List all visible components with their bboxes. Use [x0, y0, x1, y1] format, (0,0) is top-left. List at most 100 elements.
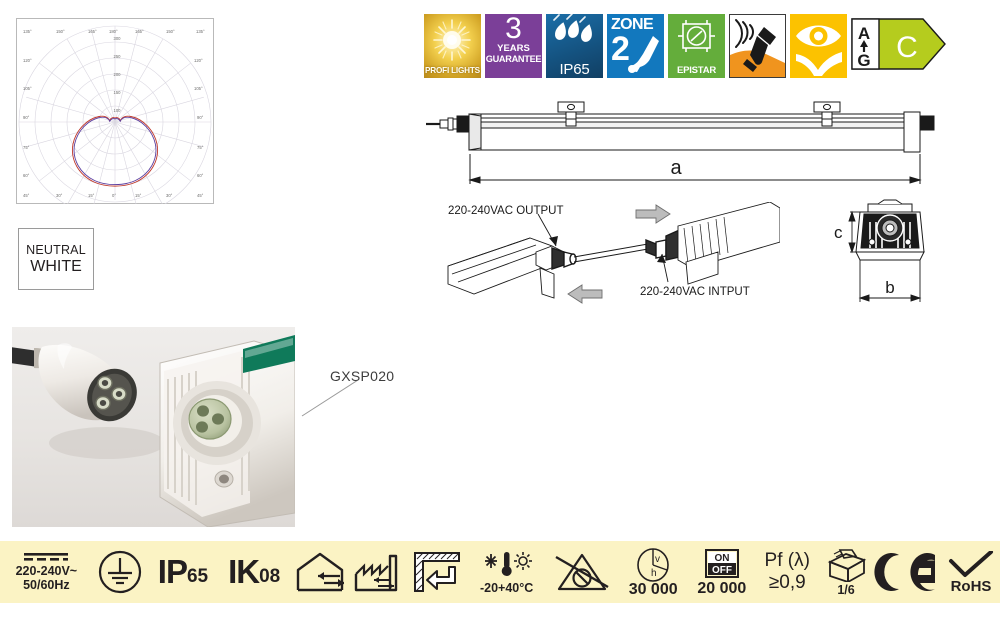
cable — [12, 347, 38, 367]
dimension-line-c — [848, 210, 864, 254]
lifetime-clock-icon: v h — [637, 547, 669, 582]
cross-section-drawing: c b — [834, 199, 925, 302]
spec-industrial-use — [349, 541, 407, 603]
temperature-icon — [484, 551, 532, 576]
colour-temperature-box: NEUTRAL WHITE — [18, 228, 94, 290]
spec-ip-rating: IP 65 — [147, 541, 218, 603]
callout-label: GXSP020 — [330, 368, 395, 384]
ce-mark-icon — [874, 553, 936, 591]
svg-text:60°: 60° — [197, 173, 204, 178]
photometric-curves — [71, 115, 159, 187]
guarantee-label: GUARANTEE — [485, 54, 542, 64]
svg-text:105°: 105° — [23, 86, 32, 91]
cct-line-1: NEUTRAL — [26, 242, 86, 257]
badge-3-years-guarantee: 3 YEARS GUARANTEE — [485, 14, 542, 78]
checkmark-icon — [949, 550, 994, 577]
svg-text:45°: 45° — [23, 193, 30, 198]
dimension-label-c: c — [834, 223, 843, 242]
bidirectional-arrow-icon — [317, 572, 344, 587]
svg-text:120°: 120° — [23, 58, 32, 63]
spec-packaging-value: 1/6 — [837, 582, 855, 597]
spec-voltage-line-2: 50/60Hz — [23, 578, 70, 592]
earth-ground-icon — [98, 550, 142, 594]
badge-ip65-label: IP65 — [559, 61, 590, 78]
svg-text:15°: 15° — [88, 193, 95, 198]
spec-ip-sub: 65 — [186, 566, 209, 587]
spec-ik-main: IK — [228, 553, 260, 590]
svg-text:75°: 75° — [197, 145, 204, 150]
wiring-input-label: 220-240VAC INTPUT — [640, 286, 750, 298]
surface-mount-icon — [414, 552, 461, 592]
assembly-arrows — [567, 204, 671, 304]
sun-icon — [513, 551, 532, 570]
svg-text:165°: 165° — [135, 29, 144, 34]
cct-line-2: WHITE — [30, 257, 82, 275]
spec-pf-label: Pf (λ) — [764, 550, 810, 571]
svg-text:30°: 30° — [56, 193, 63, 198]
spec-temperature-value: -20+40°C — [479, 580, 534, 595]
hammer-impact-icon — [730, 19, 785, 77]
spec-pf-value: ≥0,9 — [768, 572, 806, 593]
energy-class-value: C — [896, 31, 918, 64]
wiring-connection-drawing: 220-240VAC OUTPUT 220-240VAC INTPUT — [447, 202, 780, 304]
polar-light-distribution-diagram: 300 250 200 150 100 135° 150° 165° 180° … — [16, 18, 214, 204]
brand-sticker — [243, 335, 295, 373]
svg-text:30°: 30° — [166, 193, 173, 198]
svg-text:250: 250 — [114, 54, 122, 59]
polar-grid — [18, 25, 212, 204]
svg-text:100: 100 — [114, 108, 122, 113]
svg-text:150: 150 — [114, 90, 122, 95]
badge-epistar: EPISTAR — [668, 14, 725, 78]
connector-photo — [12, 327, 295, 527]
badge-epistar-label: EPISTAR — [676, 65, 717, 76]
svg-text:135°: 135° — [23, 29, 32, 34]
zone-number: 2 — [611, 30, 630, 68]
svg-text:150°: 150° — [166, 29, 175, 34]
house-indoor-outdoor-icon — [296, 552, 344, 592]
badge-profi-lights-label: PROFI LIGHTS — [425, 66, 480, 75]
plug-pins — [95, 375, 127, 411]
on-off-switch-icon: ON OFF — [704, 549, 739, 578]
badge-zone-2: ZONE 2 — [607, 14, 664, 78]
svg-text:120°: 120° — [194, 58, 203, 63]
svg-text:v: v — [655, 554, 660, 565]
svg-text:200: 200 — [114, 72, 122, 77]
spec-not-dimmable — [546, 541, 617, 603]
spec-power-factor: Pf (λ) ≥0,9 — [755, 541, 820, 603]
dimension-label-a: a — [670, 157, 682, 179]
fixture-elevation-drawing: a — [426, 101, 935, 184]
male-plug — [38, 343, 137, 422]
svg-text:135°: 135° — [196, 29, 205, 34]
spec-ik-rating: IK 08 — [219, 541, 290, 603]
ac-dc-icon — [24, 553, 69, 561]
guarantee-number: 3 — [505, 12, 522, 45]
spec-switching-cycles: ON OFF 20 000 — [689, 541, 755, 603]
radial-tick-labels: 300 250 200 150 100 — [114, 36, 122, 113]
energy-scale-arrow-icon — [860, 40, 868, 52]
spec-ip-main: IP — [157, 553, 188, 590]
curve-c0-c180 — [71, 115, 159, 187]
spec-ce-mark — [873, 541, 943, 603]
hatch-pattern — [415, 552, 460, 592]
water-drops-icon — [553, 13, 592, 42]
led-chip-icon — [678, 20, 715, 52]
svg-text:60°: 60° — [23, 173, 30, 178]
polar-chart-svg: 300 250 200 150 100 135° 150° 165° 180° … — [16, 18, 214, 204]
zone-label: ZONE — [611, 16, 654, 33]
svg-text:300: 300 — [114, 36, 122, 41]
factory-icon — [355, 554, 398, 592]
spec-earth-class-i — [93, 541, 148, 603]
dimension-line-a — [468, 154, 922, 184]
badge-energy-label: A G C — [851, 18, 947, 70]
svg-text:15°: 15° — [135, 193, 142, 198]
spec-ik-sub: 08 — [259, 566, 281, 587]
snowflake-icon — [484, 553, 497, 568]
carton-box-icon — [827, 548, 867, 582]
bidirectional-arrow-icon — [374, 577, 395, 589]
svg-text:165°: 165° — [88, 29, 97, 34]
specification-bar: 220-240V~ 50/60Hz IP 65 IK 08 — [0, 541, 1000, 603]
spec-voltage: 220-240V~ 50/60Hz — [0, 541, 93, 603]
badge-eye-comfort — [790, 14, 847, 78]
callout-leader-line — [301, 379, 359, 417]
spec-rohs: RoHS — [942, 541, 1000, 603]
